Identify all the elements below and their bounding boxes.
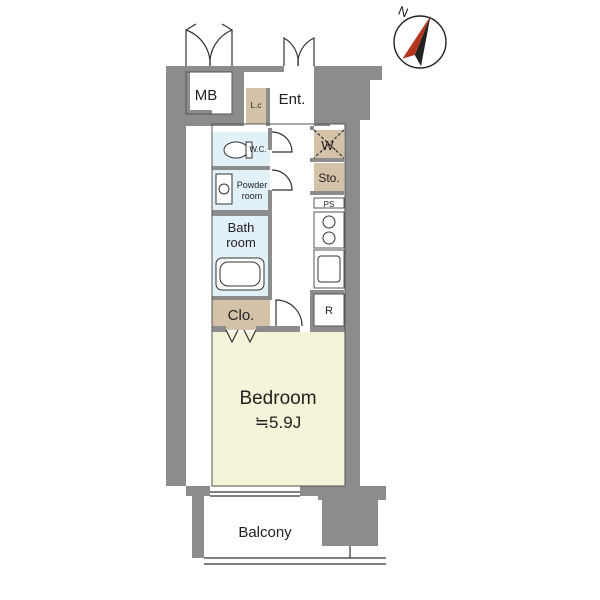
stove-icon — [322, 215, 336, 229]
wc-label: W.C. — [249, 145, 266, 154]
lc-floor — [246, 88, 266, 124]
ps-label: PS — [324, 200, 335, 209]
fixtures — [215, 141, 341, 291]
entrance-label: Ent. — [279, 91, 306, 108]
closet-label: Clo. — [228, 307, 255, 324]
mb-label: MB — [195, 87, 218, 104]
balcony-label: Balcony — [238, 524, 292, 541]
bedroom-label: Bedroom — [239, 388, 316, 409]
kitchen-sink-icon — [317, 255, 341, 283]
powder-room-label-2: room — [242, 191, 263, 201]
bathroom-label-2: room — [226, 235, 256, 250]
refrigerator-label: R — [325, 305, 333, 317]
doors — [185, 23, 345, 497]
bathroom-label: Bath — [228, 220, 255, 235]
storage-label: Sto. — [318, 171, 339, 185]
bedroom-area-label: ≒5.9J — [255, 413, 301, 432]
compass-label: N — [396, 3, 410, 20]
closet-floor — [212, 300, 270, 330]
walls — [166, 66, 386, 558]
bedroom-floor — [212, 332, 345, 487]
storage-floor — [314, 163, 344, 191]
washer-label: W. — [321, 138, 336, 153]
balcony-outline — [204, 546, 386, 565]
powder-room-label: Powder — [237, 180, 268, 190]
toilet-icon — [223, 141, 249, 159]
compass: N — [393, 3, 447, 69]
lc-label: L.c — [251, 101, 262, 110]
compass-ring — [393, 15, 447, 69]
wall-outlines — [185, 71, 346, 487]
